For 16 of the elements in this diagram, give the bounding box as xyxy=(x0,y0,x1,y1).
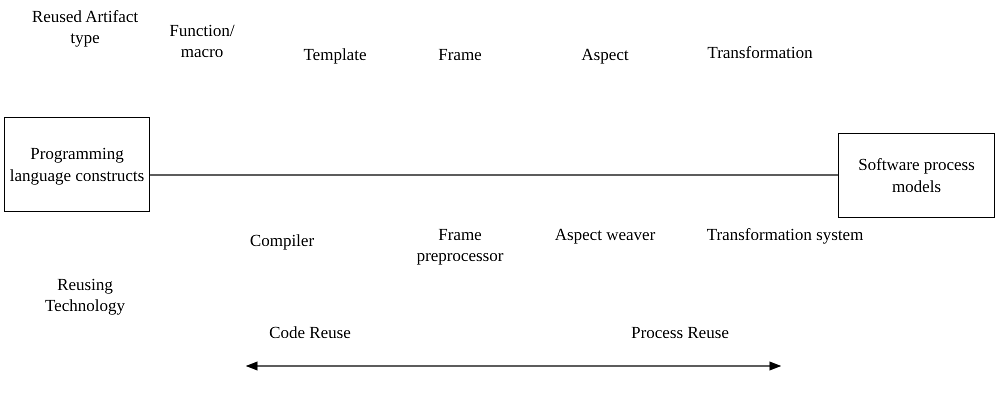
scale-end-label: Code Reuse xyxy=(268,322,352,343)
column-heading: Function/ macro xyxy=(168,20,236,62)
technology-label: Aspect weaver xyxy=(554,224,656,245)
row-heading: Reused Artifact type xyxy=(30,6,140,48)
technology-label: Frame preprocessor xyxy=(416,224,504,266)
process-models-box: Software process models xyxy=(838,133,995,218)
column-heading: Template xyxy=(302,44,368,65)
column-heading: Transformation xyxy=(706,42,814,63)
technology-label: Compiler xyxy=(248,230,316,251)
row-heading: Reusing Technology xyxy=(44,274,126,316)
spectrum-line xyxy=(150,174,838,176)
technology-label: Transformation system xyxy=(706,224,864,245)
column-heading: Frame xyxy=(437,44,483,65)
scale-end-label: Process Reuse xyxy=(630,322,730,343)
constructs-box: Programming language constructs xyxy=(4,117,150,212)
column-heading: Aspect xyxy=(580,44,630,65)
